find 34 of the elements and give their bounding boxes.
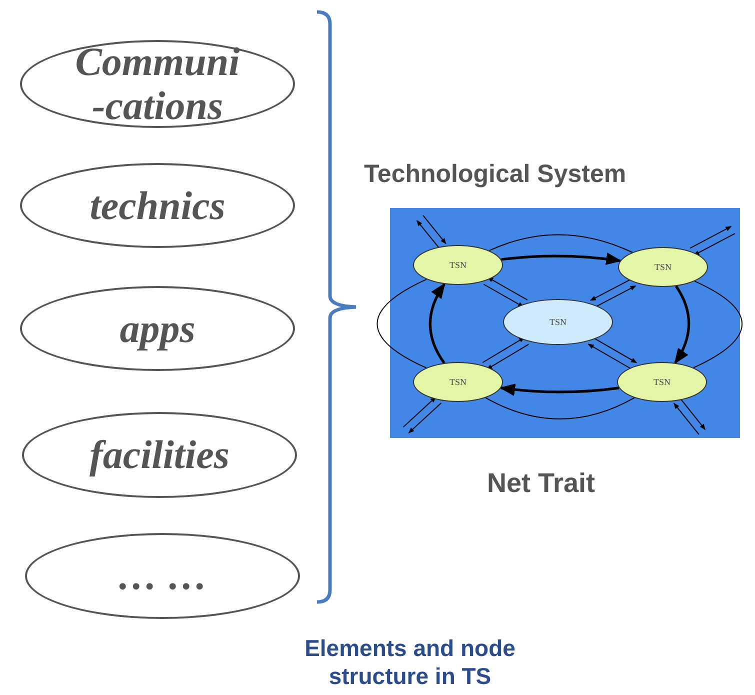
arrow: [422, 214, 446, 244]
node-text: TSN: [653, 377, 670, 387]
arrow: [680, 398, 706, 430]
arrow: [416, 220, 440, 250]
arrow: [402, 396, 436, 428]
arrow: [690, 226, 732, 249]
node-text: technics: [90, 184, 226, 228]
node-text: facilities: [90, 433, 230, 477]
node-text: TSN: [549, 317, 566, 327]
node-text: TSN: [654, 262, 672, 272]
arrow: [428, 282, 446, 364]
connector-line: [693, 280, 743, 368]
arrow: [693, 233, 736, 256]
arrow: [486, 344, 530, 370]
arrow: [673, 402, 700, 435]
arrow: [482, 336, 525, 363]
arrow: [483, 284, 524, 308]
group-label: Technological System: [364, 160, 626, 189]
arrow: [408, 402, 442, 434]
node-text: TSN: [449, 377, 466, 387]
panel-caption: Net Trait: [486, 468, 596, 499]
node-text: TSN: [449, 260, 466, 270]
connector-line: [485, 397, 635, 420]
node-text: apps: [120, 306, 196, 350]
arrow: [487, 276, 528, 300]
arrow: [499, 383, 620, 396]
connector-line: [488, 234, 633, 253]
node-text: Communi -cations: [74, 40, 241, 128]
arrow: [674, 285, 690, 364]
arrow: [501, 252, 622, 266]
network-node: [618, 247, 708, 287]
node-text: … …: [118, 554, 208, 598]
connector-line: [376, 278, 428, 368]
caption: Elements and node structure in TS: [304, 634, 516, 690]
